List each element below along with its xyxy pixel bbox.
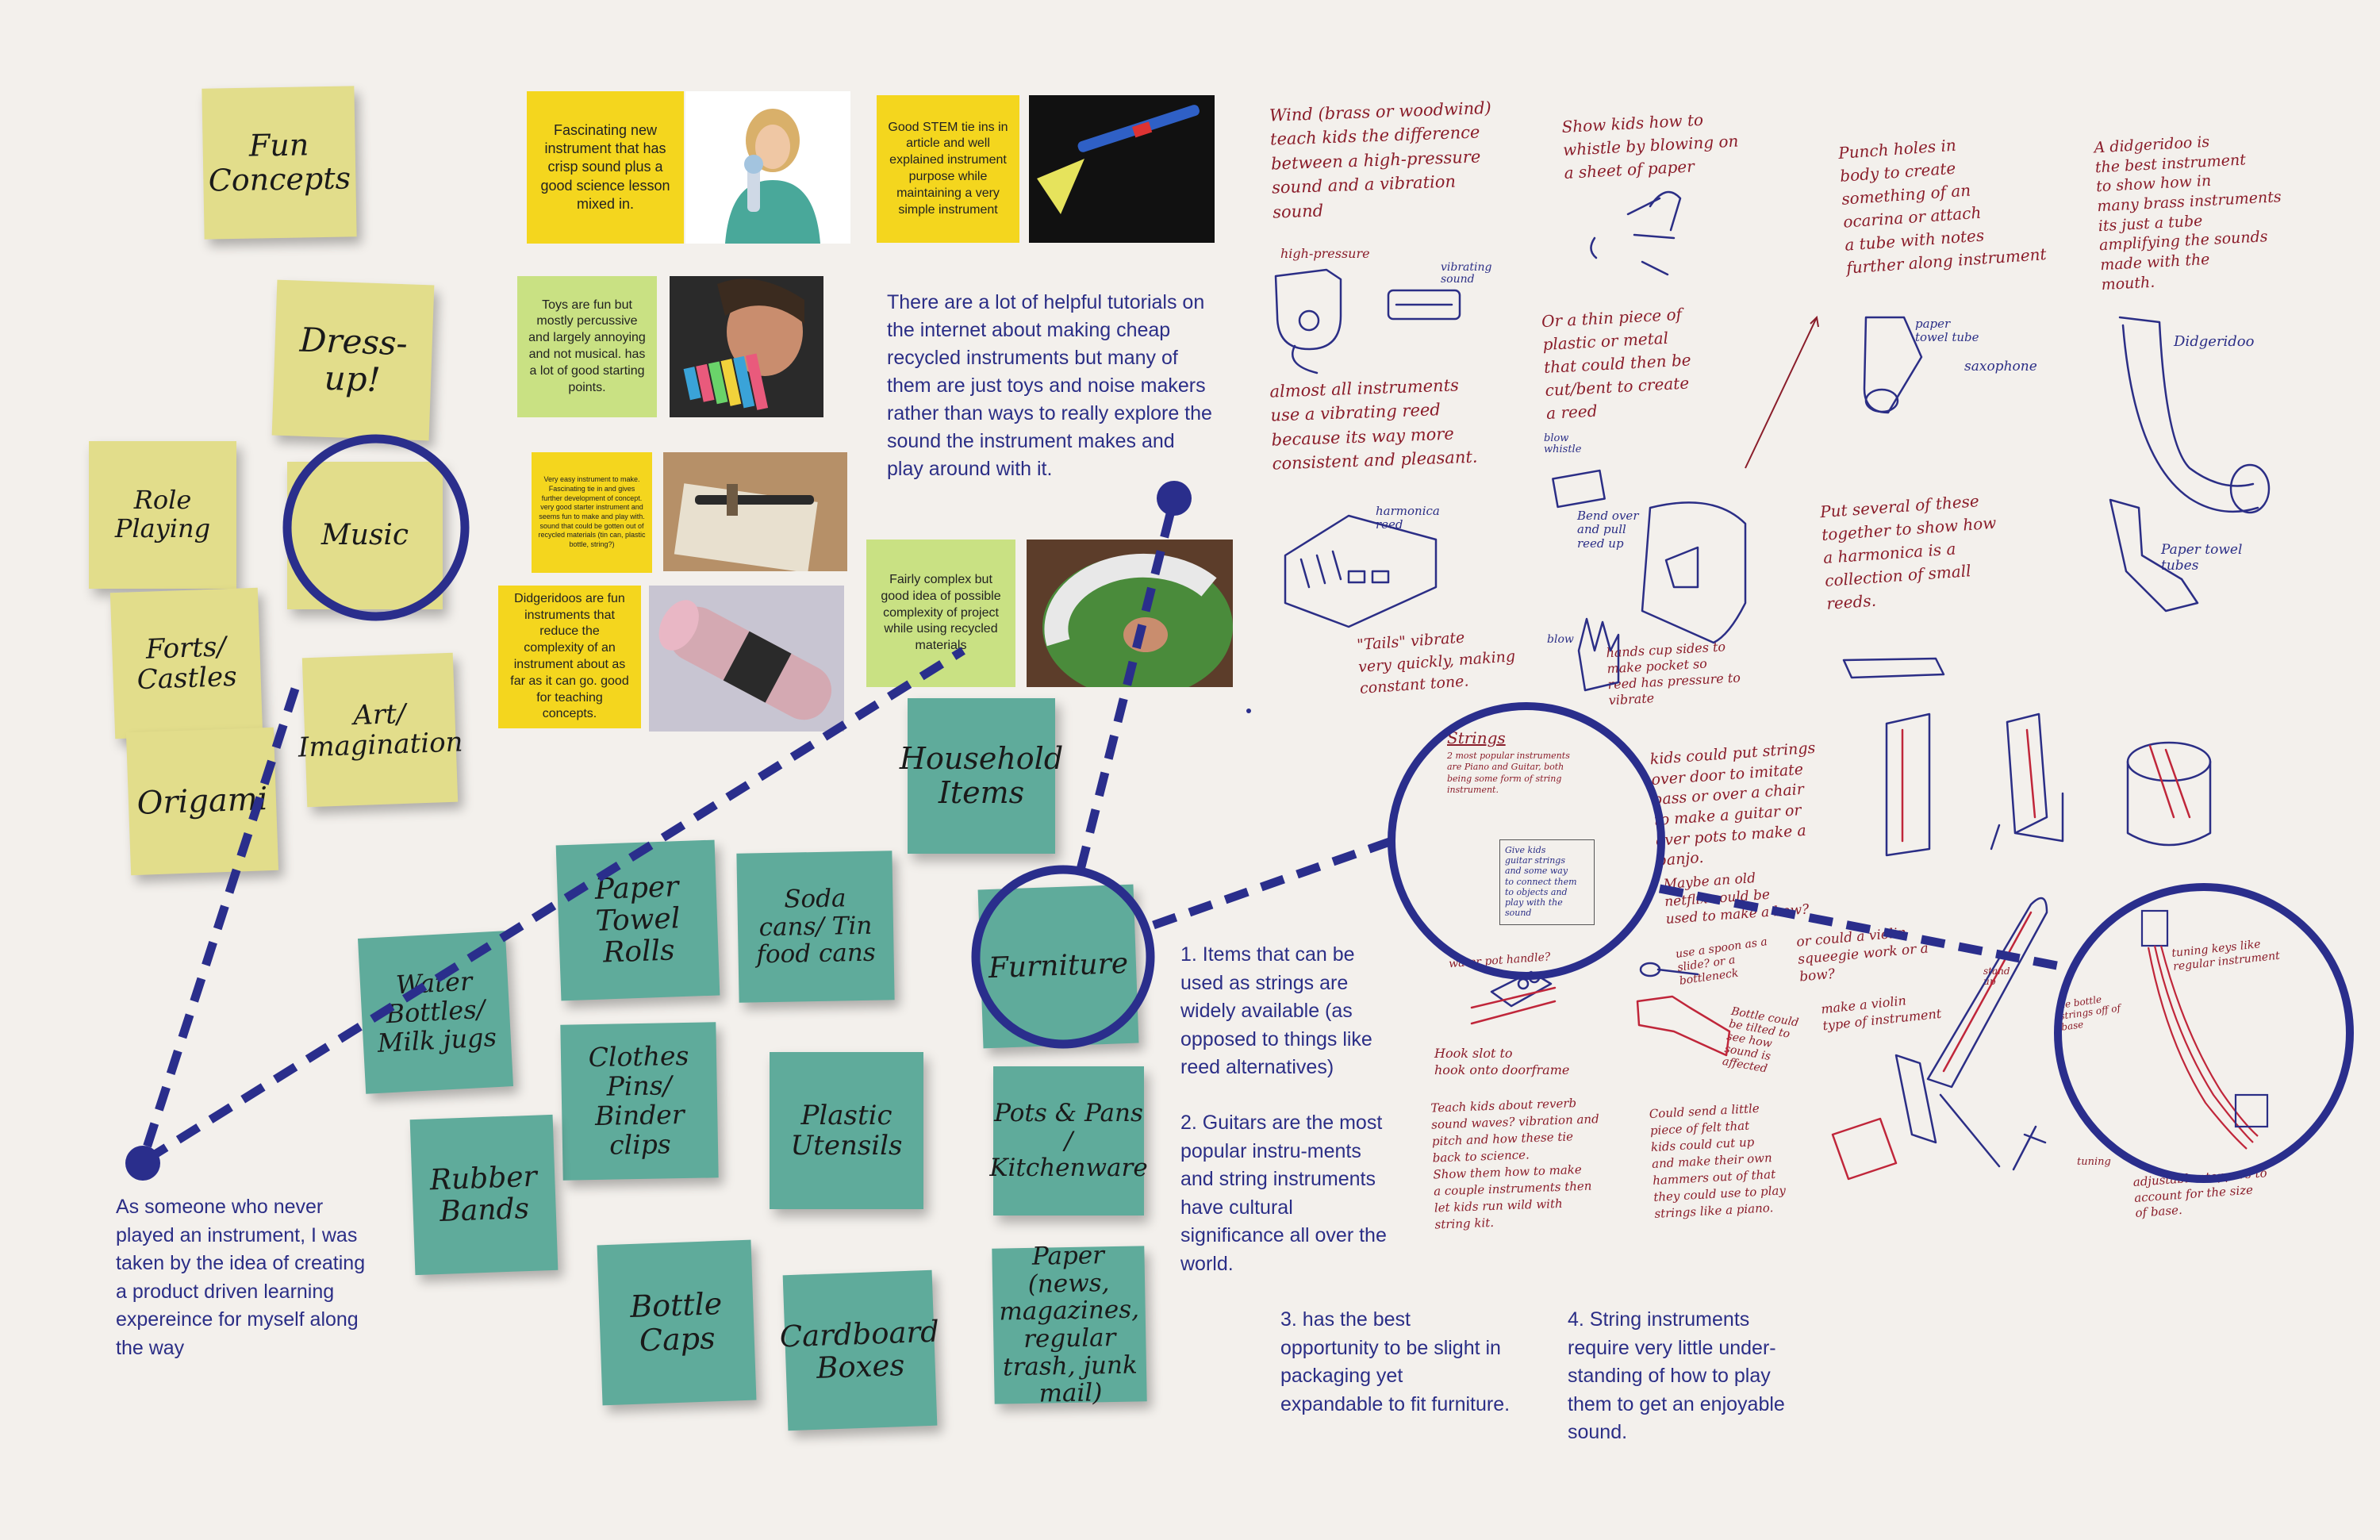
note-strings-popular: 2 most popular instruments are Piano and… — [1447, 751, 1570, 795]
note-plastic-utensils: Plastic Utensils — [770, 1052, 923, 1209]
label-paper-towel-tube: paper towel tube — [1915, 317, 1979, 344]
dot-mid — [1246, 709, 1251, 713]
card-easy-instrument: Very easy instrument to make. Fascinatin… — [532, 452, 652, 573]
dash-dot-to-complex — [144, 647, 965, 1164]
tutorial-text: There are a lot of helpful tutorials on … — [887, 291, 1212, 480]
label-blow: blow — [1547, 633, 1574, 646]
note-hook-door: Hook slot to hook onto doorframe — [1434, 1046, 1570, 1077]
reason-2: 2. Guitars are the most popular instru-m… — [1180, 1112, 1387, 1275]
circle-music — [282, 434, 470, 621]
label-saxophone: saxophone — [1964, 359, 2037, 374]
card-fairly-complex: Fairly complex but good idea of possible… — [866, 540, 1015, 687]
dash-furniture-to-dot — [1076, 497, 1179, 871]
reason-1: 1. Items that can be used as strings are… — [1180, 943, 1372, 1078]
photo-pan-flute — [670, 276, 823, 417]
label-paper-towel-tubes: Paper towel tubes — [2161, 542, 2243, 574]
dash-strings-to-guitar — [1658, 884, 2063, 971]
dot-left — [125, 1146, 160, 1181]
label-vibrating-sound: vibrating sound — [1441, 261, 1492, 286]
photo-didgeridoo — [649, 586, 844, 732]
card-stem-tie-ins: Good STEM tie ins in article and well ex… — [877, 95, 1019, 243]
card-instrument-science: Fascinating new instrument that has cris… — [527, 91, 684, 244]
dash-furniture-to-strings — [1152, 835, 1398, 930]
label-tuning: tuning — [2077, 1156, 2111, 1168]
label-high-pressure: high-pressure — [1280, 246, 1370, 261]
reason-4: 4. String instruments require very littl… — [1568, 1308, 1785, 1443]
photo-horn-instrument — [1029, 95, 1215, 243]
label-bend-over: Bend over and pull reed up — [1577, 509, 1639, 551]
personal-motivation-text: As someone who never played an instrumen… — [116, 1196, 366, 1359]
label-blow-whistle: blow whistle — [1544, 432, 1582, 456]
circle-strings — [1388, 702, 1665, 980]
reason-3: 3. has the best opportunity to be slight… — [1280, 1308, 1511, 1415]
label-strings: Strings — [1447, 728, 1506, 747]
note-household-items: Household Items — [900, 698, 1063, 854]
label-didgeridoo: Didgeridoo — [2174, 333, 2255, 350]
dot-top — [1157, 481, 1192, 516]
label-harmonica-reed: harmonica reed — [1376, 504, 1440, 532]
circle-guitar-sketch — [2054, 883, 2354, 1183]
card-didgeridoos: Didgeridoos are fun instruments that red… — [498, 586, 641, 728]
note-give-kids: Give kids guitar strings and some way to… — [1499, 839, 1595, 925]
note-role-playing: Role Playing — [89, 441, 236, 589]
note-pots-pans: Pots & Pans / Kitchenware — [989, 1066, 1148, 1215]
photo-woman-instrument — [685, 91, 850, 244]
circle-furniture — [971, 865, 1155, 1049]
card-toys-percussive: Toys are fun but mostly percussive and l… — [517, 276, 657, 417]
photo-reed-instrument — [663, 452, 847, 574]
dash-music-to-dot — [138, 687, 300, 1162]
